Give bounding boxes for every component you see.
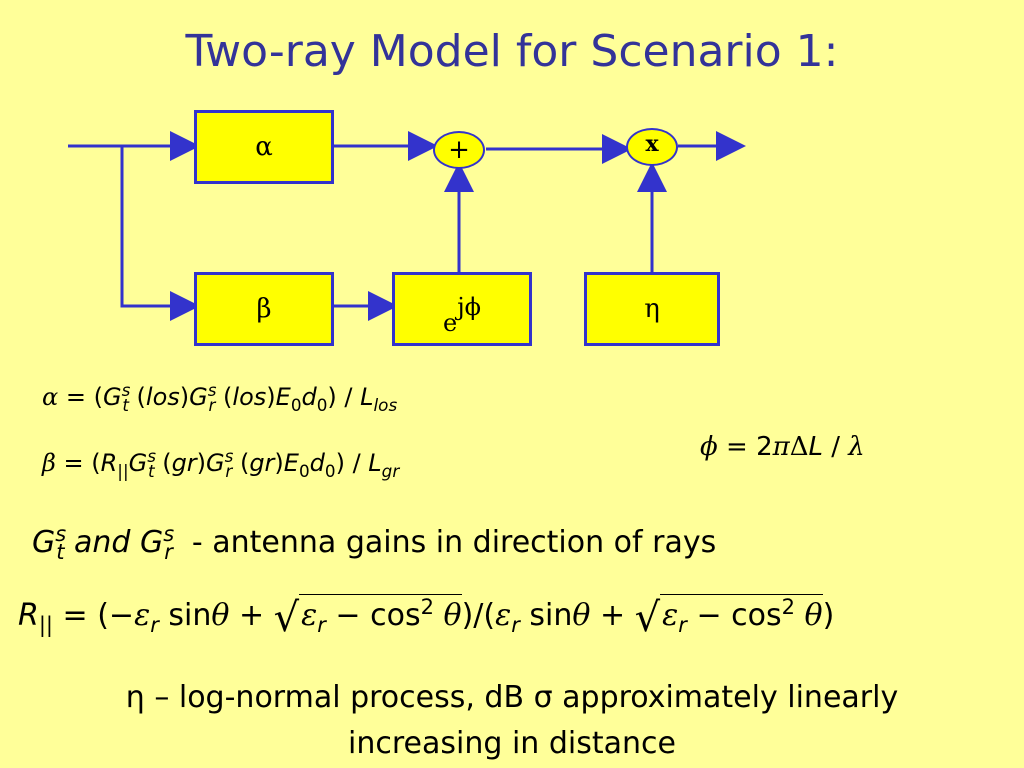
beta-equation: β = (R||Gst (gr)Gsr (gr)E0d0) / Lgr: [42, 446, 400, 481]
eta-label: η: [644, 294, 660, 324]
slide-title: Two-ray Model for Scenario 1:: [185, 26, 839, 77]
phase-label: ejϕ: [442, 293, 481, 337]
block-diagram: [68, 131, 746, 321]
multiply-node: x: [626, 128, 678, 166]
reflection-coefficient-equation: R|| = (−εr sinθ + √εr − cos2 θ)/(εr sinθ…: [18, 594, 835, 641]
eta-description-line1: η – log-normal process, dB σ approximate…: [125, 680, 899, 715]
beta-label: β: [256, 294, 272, 324]
plus-icon: +: [448, 135, 470, 165]
multiply-icon: x: [645, 131, 659, 157]
phase-block: ejϕ: [392, 272, 532, 346]
eta-description-line2: increasing in distance: [348, 726, 676, 761]
branch-line: [120, 146, 200, 321]
beta-block: β: [194, 272, 334, 346]
phi-equation: ϕ = 2πΔL / λ: [700, 432, 865, 462]
alpha-block: α: [194, 110, 334, 184]
antenna-gains-note: Gst and Gsr - antenna gains in direction…: [32, 522, 717, 564]
sum-node: +: [433, 131, 485, 169]
alpha-label: α: [255, 132, 273, 162]
eta-block: η: [584, 272, 720, 346]
alpha-equation: α = (Gst (los)Gsr (los)E0d0) / Llos: [42, 380, 398, 415]
